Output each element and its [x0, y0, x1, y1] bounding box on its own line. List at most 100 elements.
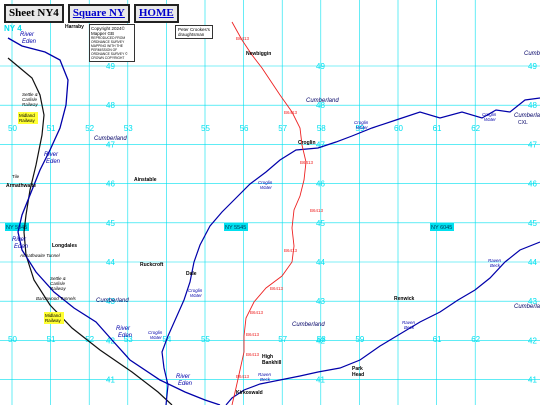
county-label: Cumberland [94, 136, 127, 142]
northing-label: 49 [106, 62, 115, 71]
easting-label: 51 [47, 124, 56, 133]
northing-label: 44 [106, 258, 115, 267]
river-eden-label: River [44, 152, 59, 158]
railway-line [7, 57, 173, 405]
croglin-water-label: Croglin [354, 120, 369, 125]
easting-label: 53 [124, 124, 133, 133]
easting-label: 50 [8, 335, 17, 344]
midland-railway-label: Railway [45, 318, 62, 323]
place-label: Head [352, 372, 364, 378]
croglin-water-label: Water [190, 293, 202, 298]
easting-label: 55 [201, 124, 210, 133]
copyright-line1: Copyright 2024© [91, 26, 125, 31]
northing-label: 46 [316, 180, 325, 189]
copyright-box: Copyright 2024© Mapper GB REPRODUCED FRO… [89, 24, 135, 62]
raven-beck-label: Beck [404, 325, 415, 330]
road-label: B6413 [270, 286, 284, 291]
place-labels: HarrabyNewbigginArmathwaiteAinstableCrog… [6, 24, 540, 396]
place-label: Renwick [394, 296, 415, 302]
credit-box: Peter Crookes's draughtsman [175, 25, 213, 39]
road-label: B6413 [236, 374, 250, 379]
river-eden-label: River [176, 374, 191, 380]
croglin-water-label: Water [356, 125, 368, 130]
easting-label: 61 [433, 335, 442, 344]
road-b6413 [231, 21, 307, 405]
raven-beck-label: Raven [402, 320, 416, 325]
midland-railway-highlight [18, 112, 38, 124]
place-label: Cumberland [306, 98, 339, 104]
easting-label: 62 [471, 335, 480, 344]
place-label: Newbiggin [246, 51, 271, 57]
croglin-water-label: Water [150, 335, 162, 340]
road-label: B6413 [246, 352, 260, 357]
northing-label: 41 [316, 376, 325, 385]
northing-label: 44 [316, 258, 325, 267]
tunnel-label: Baronwood Tunnels [36, 296, 76, 301]
northing-label: 42 [528, 336, 537, 345]
railway-label: Carlisle [50, 281, 66, 286]
northing-label: 43 [106, 297, 115, 306]
river-eden-label: River [20, 32, 35, 38]
easting-label: 57 [278, 124, 287, 133]
sheet-title: Sheet NY4 [4, 4, 64, 23]
easting-label: 56 [240, 124, 249, 133]
midland-railway-label: Midland [45, 313, 61, 318]
road-label: B6413 [246, 332, 260, 337]
credit-line2: draughtsman [178, 32, 205, 37]
raven-beck-label: Beck [260, 377, 271, 382]
home-link[interactable]: HOME [133, 4, 179, 23]
raven-beck-label: Raven [258, 372, 272, 377]
northing-label: 45 [106, 219, 115, 228]
easting-label: 59 [355, 124, 364, 133]
northing-label: 48 [528, 101, 537, 110]
place-label: Bankhill [262, 360, 282, 366]
midland-railway-label: Railway [19, 118, 36, 123]
northing-label: 43 [528, 297, 537, 306]
tunnel-label: Armathwaite Tunnel [19, 253, 61, 258]
place-label: Dale [186, 271, 197, 277]
midland-railway-highlight [44, 312, 64, 324]
place-label: Ruckcroft [140, 262, 164, 268]
raven-beck-label: Beck [490, 263, 501, 268]
northing-label: 46 [528, 180, 537, 189]
raven-beck-label: Raven [488, 258, 502, 263]
road-label: B6413 [284, 110, 298, 115]
tile-label: Tile [12, 174, 20, 179]
square-link[interactable]: Square NY [67, 4, 130, 23]
river-eden-label: Eden [14, 244, 29, 250]
croglin-water-label: Croglin [188, 288, 203, 293]
place-label: Ainstable [134, 177, 157, 183]
easting-label: 55 [201, 335, 210, 344]
northing-label: 47 [528, 140, 537, 149]
square-label: NY 5545 [225, 225, 246, 231]
croglin-water-label: Croglin [148, 330, 163, 335]
county-label: Cumberland [292, 322, 325, 328]
easting-label: 62 [471, 124, 480, 133]
road-label: B6413 [300, 160, 314, 165]
easting-label: 51 [47, 335, 56, 344]
easting-label: 61 [433, 124, 442, 133]
place-label: Armathwaite [6, 183, 36, 189]
northing-label: 41 [106, 376, 115, 385]
road-label: B6413 [310, 208, 324, 213]
road-label: B6413 [284, 248, 298, 253]
railway-label: Settle & [22, 92, 38, 97]
easting-label: 57 [278, 335, 287, 344]
river-eden-label: Eden [46, 159, 61, 165]
easting-label: 58 [317, 335, 326, 344]
place-label: Cumberland [514, 113, 540, 119]
northing-label: 43 [316, 297, 325, 306]
place-label: Croglin [298, 140, 316, 146]
river-eden-label: Eden [22, 39, 37, 45]
easting-label: 53 [124, 335, 133, 344]
northing-label: 49 [316, 62, 325, 71]
croglin-water-label: Water [260, 185, 272, 190]
county-label: Cumberland [524, 51, 540, 57]
square-label-bg [430, 223, 454, 231]
northing-label: 46 [106, 180, 115, 189]
croglin-water-label: Croglin [258, 180, 273, 185]
corner-label: NY 4 [4, 24, 22, 33]
croglin-water-label: Croglin [482, 112, 497, 117]
